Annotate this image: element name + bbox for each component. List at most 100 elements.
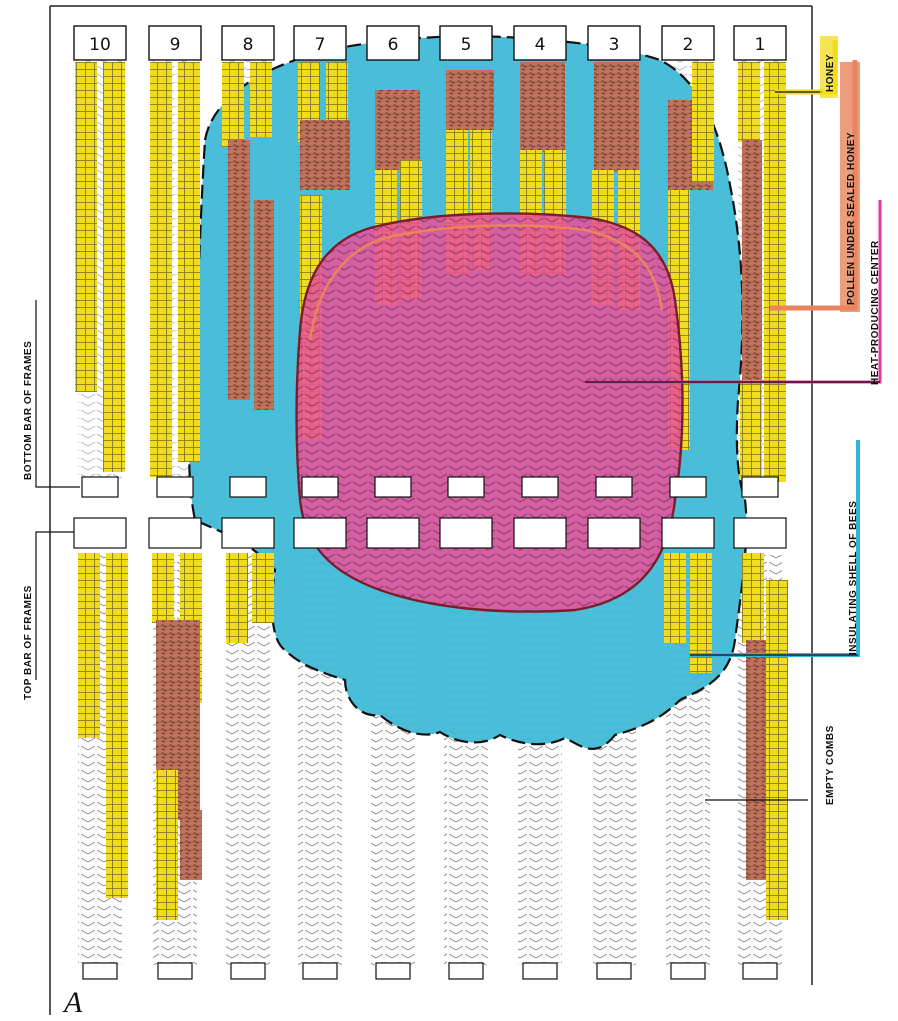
comb-texture [742,553,764,643]
label-pollen: POLLEN UNDER SEALED HONEY [846,132,857,305]
frame-comb-bars [75,62,788,920]
comb-texture [78,553,100,738]
frame-number-label: 4 [535,35,546,55]
figure-letter: A [62,986,83,1019]
frame-number-label: 5 [461,35,472,55]
comb-texture [150,62,172,477]
comb-texture [738,62,760,142]
frame-number-box [513,25,567,61]
comb-texture [766,580,788,920]
comb-texture [520,62,565,152]
frame-number-label: 9 [170,35,181,55]
top-bar-of-frame [513,517,567,549]
bottom-bar-of-frame [301,476,339,498]
lower-bottom-bar [230,962,266,980]
lower-bottom-bar [157,962,193,980]
frame-number-label: 3 [609,35,620,55]
comb-texture [250,62,272,137]
bottom-bar-of-frame [447,476,485,498]
comb-texture [692,62,714,182]
lower-bottom-bar [448,962,484,980]
frame-number-box [587,25,641,61]
comb-texture [664,553,686,643]
bottom-bar-of-frame [374,476,412,498]
heat-center-outline-inner [308,224,664,341]
top-bar-of-frame [439,517,493,549]
bottom-bar-of-frame [81,476,119,498]
comb-texture [228,140,250,400]
comb-texture [226,553,248,643]
frame-number-row: 10 9 8 7 6 5 4 3 2 1 [73,25,787,61]
top-bar-leader [35,531,74,680]
comb-texture [764,62,786,482]
top-bar-of-frame [221,517,275,549]
label-honey-text: HONEY [825,54,836,92]
lower-bottom-bar [670,962,706,980]
frame-number-box [366,25,420,61]
bottom-bar-of-frame [156,476,194,498]
bottom-bar-of-frame [595,476,633,498]
label-heat-center: HEAT-PRODUCING CENTER [870,240,881,385]
top-bar-of-frame [293,517,347,549]
frame-number-box [73,25,127,61]
label-honey-highlight [820,36,838,98]
comb-texture [594,62,639,172]
comb-texture [375,90,420,170]
comb-texture [742,140,762,380]
comb-texture [75,62,97,392]
lower-bottom-bar [522,962,558,980]
bottom-bar-of-frame [669,476,707,498]
label-empty-combs: EMPTY COMBS [825,725,836,805]
heat-center-texture [296,213,683,612]
frame-number-label: 7 [315,35,326,55]
frame-number-box [439,25,493,61]
comb-texture [740,380,762,480]
top-bar-of-frame [148,517,202,549]
frame-number-label: 10 [89,35,111,55]
lower-bottom-bar [302,962,338,980]
comb-texture [106,553,128,898]
top-bar-of-frame [733,517,787,549]
frame-number-box [148,25,202,61]
frame-number-label: 1 [755,35,766,55]
frame-number-box [733,25,787,61]
comb-texture [690,553,712,673]
comb-texture [446,70,494,130]
bottom-bar-leader [35,300,80,488]
label-pollen-highlight [840,62,860,312]
comb-texture [254,200,274,410]
frame-number-label: 8 [243,35,254,55]
lower-bottom-bar [375,962,411,980]
page-frame [49,5,813,1015]
lower-bottom-bar [82,962,118,980]
frame-number-box [661,25,715,61]
bottom-bar-of-frame [521,476,559,498]
comb-texture [222,62,244,147]
comb-texture [180,810,202,880]
frame-number-label: 2 [683,35,694,55]
lower-bottom-bar [742,962,778,980]
frame-number-box [221,25,275,61]
top-bar-of-frame [661,517,715,549]
comb-texture [252,553,274,623]
label-insulating-shell: INSULATING SHELL OF BEES [848,501,859,655]
comb-texture [152,553,174,623]
bottom-bar-of-frame [229,476,267,498]
frame-number-box [293,25,347,61]
comb-texture [300,120,350,190]
comb-texture [326,62,348,122]
frame-bar-rects [73,476,787,980]
comb-texture [178,62,200,462]
top-bar-of-frame [366,517,420,549]
lower-bottom-bar [596,962,632,980]
label-top-bar: TOP BAR OF FRAMES [23,585,34,700]
bottom-bar-of-frame [741,476,779,498]
top-bar-of-frame [587,517,641,549]
comb-texture [156,770,178,920]
top-bar-of-frame [73,517,127,549]
label-bottom-bar: BOTTOM BAR OF FRAMES [23,341,34,480]
comb-texture [746,640,766,880]
comb-texture [103,62,125,472]
frame-number-label: 6 [388,35,399,55]
